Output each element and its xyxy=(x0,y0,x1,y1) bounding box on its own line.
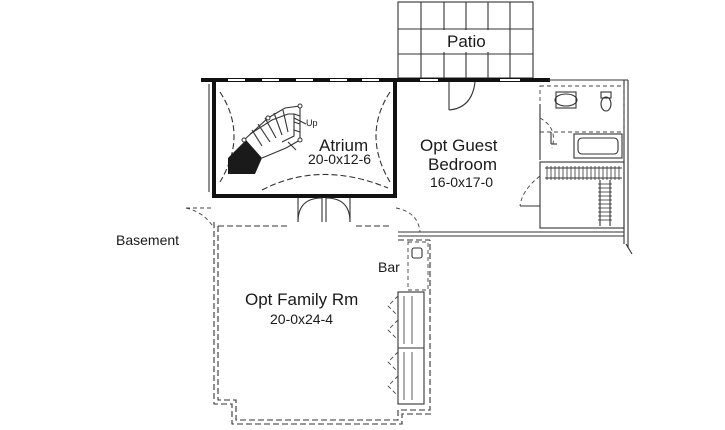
bedroom-closet xyxy=(519,161,625,229)
guest-bedroom-dimensions: 16-0x17-0 xyxy=(430,174,493,190)
bedroom-hall-door xyxy=(395,207,421,233)
atrium-dimensions: 20-0x12-6 xyxy=(308,151,371,167)
atrium-left-arc xyxy=(219,91,235,183)
basement-label: Basement xyxy=(116,232,179,248)
family-room-label: Opt Family Rm xyxy=(245,290,358,309)
guest-bedroom-label-line1: Opt Guest xyxy=(420,136,498,155)
atrium-walls xyxy=(208,78,397,198)
bar-label: Bar xyxy=(378,259,400,275)
guest-bedroom-label-line2: Bedroom xyxy=(428,155,497,174)
patio-label: Patio xyxy=(447,32,486,51)
family-room-closets xyxy=(387,291,425,405)
stair-up-label: Up xyxy=(306,118,318,128)
basement-door xyxy=(185,207,215,229)
patio-door xyxy=(448,81,476,111)
atrium-right-arc xyxy=(375,91,391,183)
atrium-label: Atrium xyxy=(319,136,368,155)
stair xyxy=(228,103,307,174)
bar-counter xyxy=(407,241,429,291)
family-room-outline xyxy=(213,222,434,425)
family-room-dimensions: 20-0x24-4 xyxy=(270,311,333,327)
bathroom xyxy=(539,85,625,160)
atrium-double-door xyxy=(297,197,351,223)
atrium-bottom-arc xyxy=(261,173,389,191)
